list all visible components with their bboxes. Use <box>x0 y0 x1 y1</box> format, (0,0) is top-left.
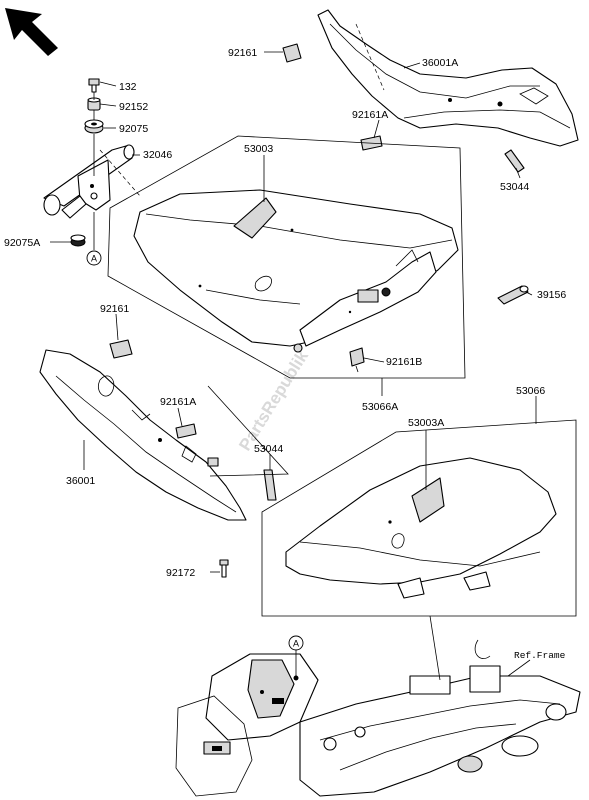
seat-assembly-53066-outline <box>261 419 577 617</box>
pillion-seat-53003A[interactable] <box>285 457 557 599</box>
screw-92172[interactable] <box>219 559 229 578</box>
dash-line-bracket <box>99 149 141 197</box>
dash-line-upper <box>355 23 385 91</box>
label-92161A-top: 92161A <box>352 109 388 121</box>
seat-cover-36001A[interactable] <box>317 9 579 147</box>
label-92161-top: 92161 <box>228 47 257 59</box>
label-92161-mid: 92161 <box>100 303 129 315</box>
label-53044-top: 53044 <box>500 181 529 193</box>
arrow-up-left-icon <box>5 8 58 56</box>
grommet-92075[interactable] <box>84 119 104 134</box>
label-92152: 92152 <box>119 101 148 113</box>
label-92161B: 92161B <box>386 356 422 368</box>
label-53044-mid: 53044 <box>254 443 283 455</box>
clip-39156[interactable] <box>497 285 529 305</box>
seat-cover-36001[interactable] <box>39 349 247 521</box>
bracket-32046[interactable] <box>43 144 135 219</box>
label-53066: 53066 <box>516 385 545 397</box>
label-36001A: 36001A <box>422 57 458 69</box>
pad-53044-upper[interactable] <box>504 149 525 173</box>
label-53003A: 53003A <box>408 417 444 429</box>
svg-text:A: A <box>293 639 299 649</box>
callout-a-upper: A <box>86 250 102 266</box>
clip-92161A-mid[interactable] <box>175 423 197 439</box>
watermark: PartsRepublik <box>235 347 312 454</box>
label-53003: 53003 <box>244 143 273 155</box>
bolt-132[interactable] <box>88 78 100 93</box>
callout-a-lower: A <box>288 635 304 651</box>
label-32046: 32046 <box>143 149 172 161</box>
label-92161A-mid: 92161A <box>160 396 196 408</box>
label-132: 132 <box>119 81 137 93</box>
frame-reference <box>175 639 581 797</box>
label-36001: 36001 <box>66 475 95 487</box>
label-92075A: 92075A <box>4 237 40 249</box>
clip-92161-mid[interactable] <box>109 339 133 359</box>
label-ref-frame: Ref.Frame <box>514 650 566 661</box>
label-92075: 92075 <box>119 123 148 135</box>
grommet-92075A[interactable] <box>70 234 86 247</box>
cover-assembly-guide <box>207 385 289 477</box>
svg-text:A: A <box>91 254 97 264</box>
seat-assembly-53066A-outline <box>107 135 466 379</box>
label-92172: 92172 <box>166 567 195 579</box>
label-39156: 39156 <box>537 289 566 301</box>
label-53066A: 53066A <box>362 401 398 413</box>
part-labels: 92161 36001A 132 92152 92075 32046 92075… <box>4 47 566 661</box>
pad-53044-mid[interactable] <box>263 469 277 501</box>
clip-92161-upper[interactable] <box>282 43 302 63</box>
leader-lines <box>50 51 537 681</box>
rider-seat-53003[interactable] <box>133 189 459 353</box>
clip-92161B[interactable] <box>349 347 365 373</box>
